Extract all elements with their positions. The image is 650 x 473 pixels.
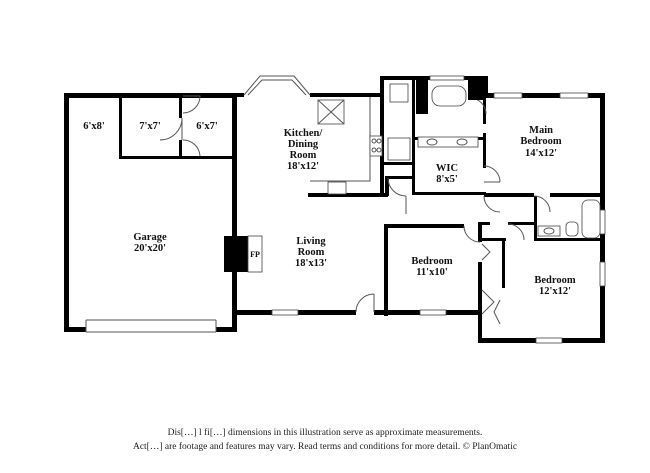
vanity-icon (417, 136, 479, 148)
kitchen-name-1: Kitchen/ (284, 128, 324, 139)
living-name-1: Living (296, 236, 326, 247)
fireplace-hearth (247, 235, 263, 273)
bath2-vanity-icon (537, 225, 561, 237)
kitchen-size: 18'x12' (287, 161, 319, 172)
dishwasher-icon (327, 181, 347, 195)
garage-size: 20'x20' (134, 243, 166, 254)
wic-name: WIC (436, 163, 458, 174)
bedroom1-size: 11'x10' (416, 267, 448, 278)
living-name-2: Room (298, 247, 325, 258)
disclaimer-line-1: Dis[…] l fi[…] dimensions in this illust… (167, 428, 483, 438)
toilet-icon (389, 83, 409, 103)
garage-name: Garage (133, 232, 167, 243)
doors (159, 95, 551, 325)
bedroom2-name: Bedroom (534, 275, 575, 286)
main-bedroom-name-1: Main (529, 125, 553, 136)
bath2-toilet-icon (565, 221, 579, 237)
fixtures (224, 80, 601, 273)
storage-size: 6'x8' (83, 121, 105, 132)
living-size: 18'x13' (295, 258, 327, 269)
bay-window (243, 75, 311, 96)
closet2-size: 6'x7' (196, 121, 218, 132)
fireplace-label: FP (250, 250, 260, 259)
kitchen-name-3: Room (290, 150, 317, 161)
windows (271, 75, 606, 344)
stove-icon (369, 135, 383, 157)
bathtub-icon (431, 85, 467, 107)
wic-size: 8'x5' (436, 174, 458, 185)
main-bedroom-size: 14'x12' (525, 148, 557, 159)
bedroom2-size: 12'x12' (539, 286, 571, 297)
bedroom1-name: Bedroom (411, 256, 452, 267)
shower-icon (387, 137, 411, 161)
bath2-tub-icon (581, 199, 601, 239)
disclaimer-line-2: Act[…] are footage and features may vary… (132, 442, 518, 452)
kitchen-name-2: Dining (288, 139, 319, 150)
main-bedroom-name-2: Bedroom (520, 136, 561, 147)
closet1-size: 7'x7' (139, 121, 161, 132)
